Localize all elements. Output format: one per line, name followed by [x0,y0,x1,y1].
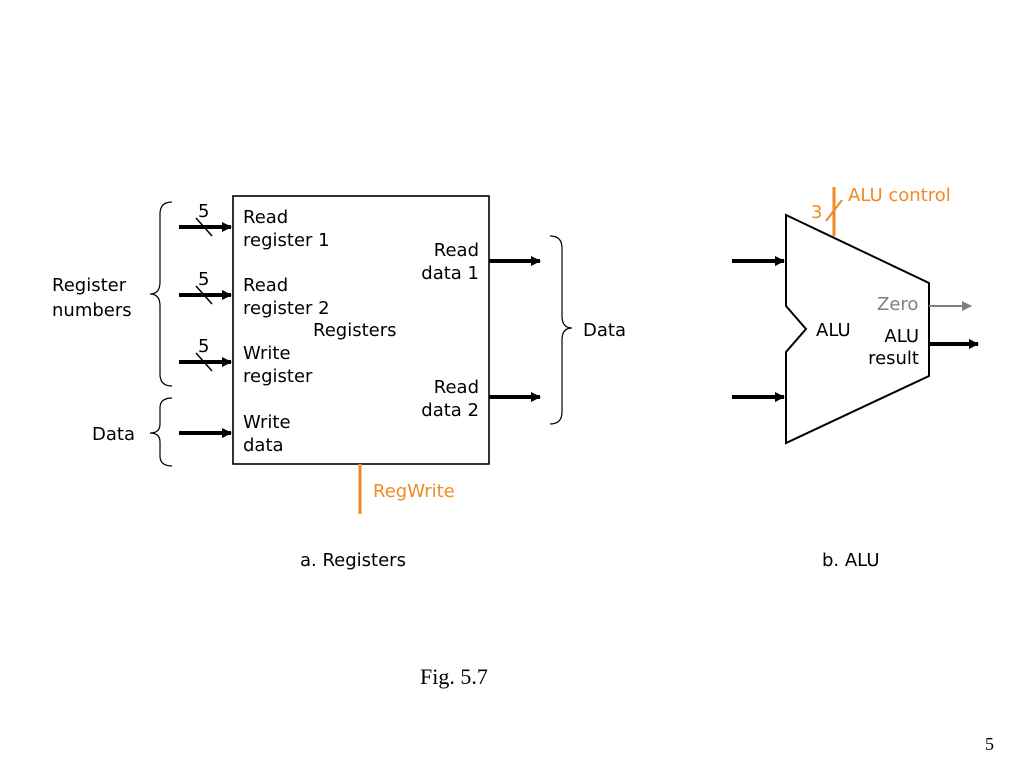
alu-diagram: 3 ALU control ALU Zero ALU result b. ALU [732,185,979,571]
data-output-label: Data [583,320,626,341]
write-data-label-line1: Write [243,412,291,433]
read-register-2-label-line2: register 2 [243,298,330,319]
registers-diagram: Register numbers Data 5 5 5 Read registe… [52,195,626,571]
alu-control-bus-slash [825,199,843,222]
read-register-2-label-line1: Read [243,275,288,296]
alu-block [785,213,930,445]
read-register-1-label-line1: Read [243,207,288,228]
read-data-2-label-line2: data 2 [421,400,479,421]
register-numbers-label-line1: Register [52,275,127,296]
read-register-2-bus-width: 5 [198,269,209,290]
alu-result-label-line2: result [868,348,919,369]
alu-result-label-line1: ALU [884,326,919,347]
data-output-brace [549,235,573,425]
register-numbers-label-line2: numbers [52,300,132,321]
write-register-label-line2: register [243,366,313,387]
regwrite-label: RegWrite [373,481,455,502]
registers-caption: a. Registers [300,550,406,571]
page-number: 5 [985,734,994,754]
alu-caption: b. ALU [822,550,880,571]
read-register-1-bus-slash [195,217,213,237]
read-register-2-bus-slash [195,285,213,305]
figure-label: Fig. 5.7 [420,664,488,689]
read-data-1-label-line1: Read [434,240,479,261]
alu-control-label: ALU control [848,185,951,206]
read-data-1-label-line2: data 1 [421,263,479,284]
alu-control-bus-width: 3 [811,202,822,223]
write-register-bus-slash [195,352,213,372]
zero-label: Zero [877,294,918,315]
data-input-label: Data [92,424,135,445]
register-numbers-brace [149,201,173,387]
read-register-1-bus-width: 5 [198,201,209,222]
write-register-bus-width: 5 [198,336,209,357]
read-data-2-label-line1: Read [434,377,479,398]
alu-name-label: ALU [816,320,851,341]
registers-block-name: Registers [313,320,397,341]
data-left-brace [149,397,173,467]
read-register-1-label-line2: register 1 [243,230,330,251]
write-data-label-line2: data [243,435,284,456]
write-register-label-line1: Write [243,343,291,364]
